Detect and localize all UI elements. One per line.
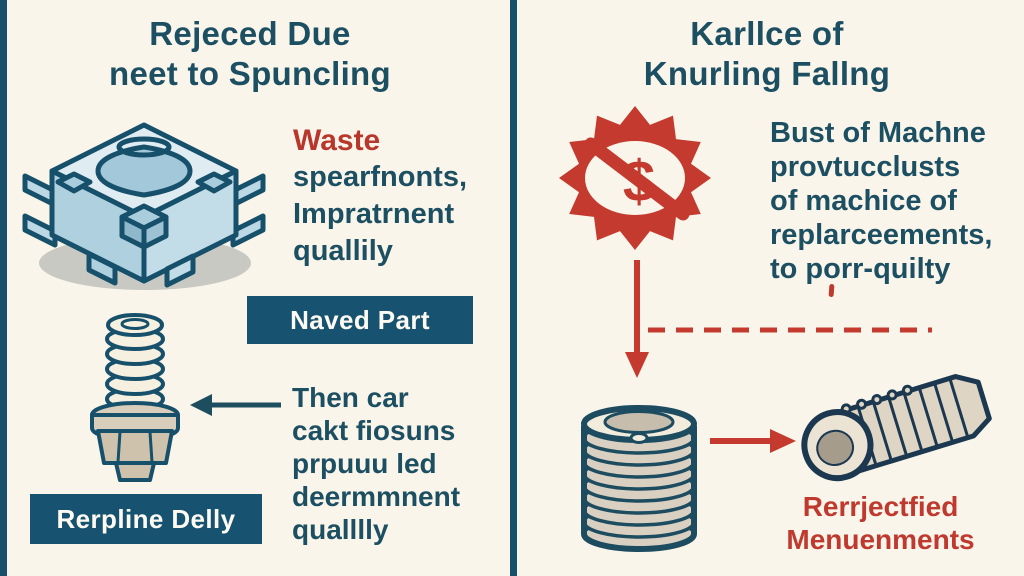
knurled-shaft-icon xyxy=(801,374,992,482)
body-line: of machice of xyxy=(770,185,957,217)
caption-line: Menuenments xyxy=(786,524,975,555)
replace-label: Rerpline Delly xyxy=(56,503,236,534)
body-line: Bust of Machne xyxy=(770,117,986,149)
waste-line: spearfnonts, xyxy=(293,161,468,193)
threaded-bolt-icon xyxy=(90,313,180,482)
body-line: to porr-quilty xyxy=(770,253,951,285)
body-line: deermmnent xyxy=(292,481,461,512)
body-line: provtucclusts xyxy=(770,151,961,183)
right-panel-title: Karllce of Knurling Fallng xyxy=(530,14,1004,94)
no-money-burst-icon: $ xyxy=(559,106,711,250)
caption-line: Rerrjectfied xyxy=(802,491,959,522)
named-part-label-box: Naved Part xyxy=(247,296,473,344)
body-line: qualllly xyxy=(292,514,389,545)
waste-heading: Waste xyxy=(293,124,381,157)
left-arrow-icon xyxy=(190,394,281,416)
right-arrow-icon xyxy=(710,429,796,453)
left-title-line1: Rejeced Due xyxy=(149,15,351,52)
dashed-line xyxy=(648,327,932,333)
left-body-text: Then car cakt fiosuns prpuuu led deermmn… xyxy=(292,381,460,546)
waste-line: Impratrnent xyxy=(293,198,455,230)
body-line: cakt fiosuns xyxy=(292,415,456,446)
left-waste-text: Waste spearfnonts, Impratrnent quallily xyxy=(293,122,467,270)
body-line: prpuuu led xyxy=(292,448,437,479)
replace-label-box: Rerpline Delly xyxy=(30,494,262,544)
coin-stack-cylinder-icon xyxy=(581,405,697,552)
panel-divider xyxy=(510,0,517,576)
down-arrow-icon xyxy=(625,260,649,378)
named-part-label: Naved Part xyxy=(290,304,430,335)
right-title-line2: Knurling Fallng xyxy=(643,55,891,92)
red-tick-mark xyxy=(828,283,835,298)
right-body-text: Bust of Machne provtucclusts of machice … xyxy=(770,116,992,286)
waste-line: quallily xyxy=(293,235,393,267)
left-accent-bar xyxy=(0,0,7,576)
body-line: Then car xyxy=(292,382,409,413)
left-panel-title: Rejeced Due neet to Spuncling xyxy=(20,14,480,94)
tabbed-cube-part-icon xyxy=(22,122,266,290)
rejected-caption: Rerrjectfied Menuenments xyxy=(768,490,993,556)
body-line: replarceements, xyxy=(770,219,993,251)
right-title-line1: Karllce of xyxy=(690,15,844,52)
left-title-line2: neet to Spuncling xyxy=(109,55,391,92)
